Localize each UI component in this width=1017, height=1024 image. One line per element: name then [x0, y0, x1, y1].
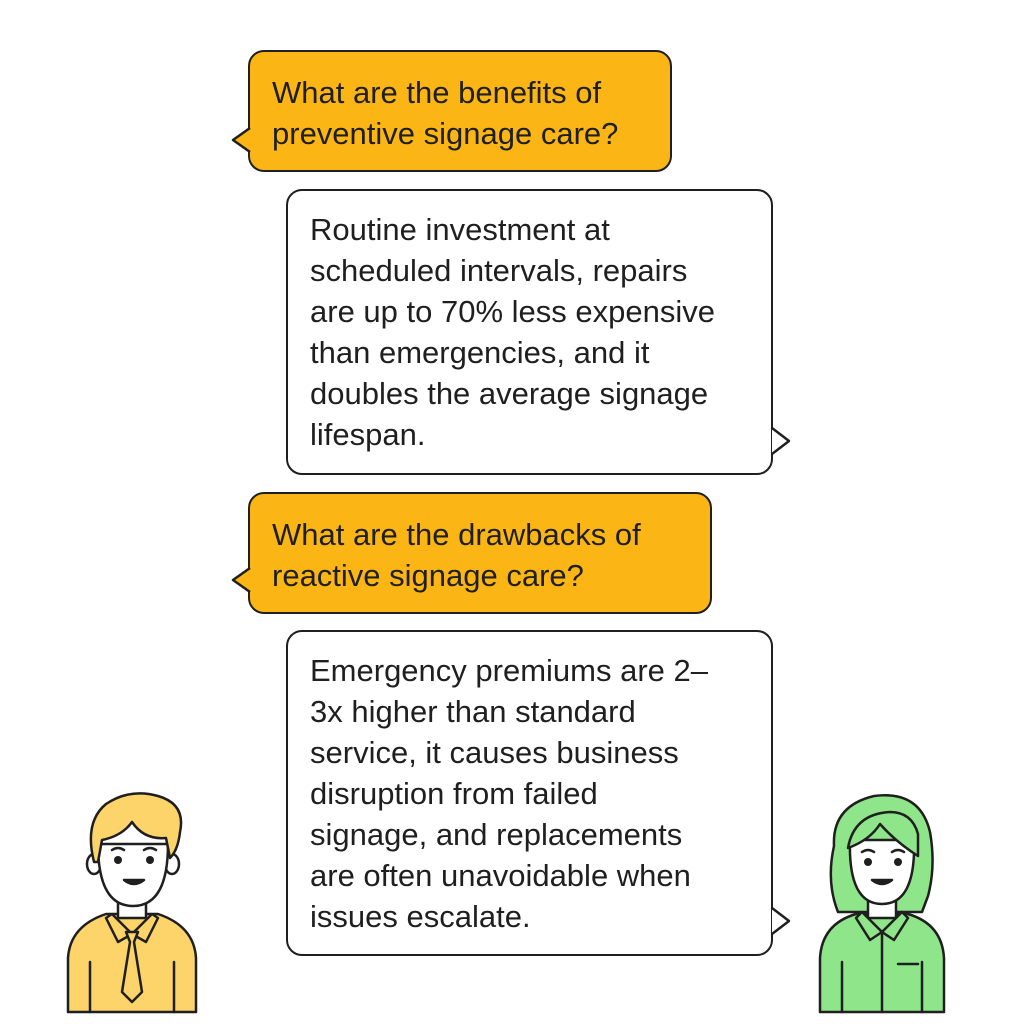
- answer-bubble-1: Routine investment at scheduled interval…: [286, 189, 773, 475]
- answer-2-line: are often unavoidable when: [310, 858, 691, 893]
- answer-bubble-2-tail: [771, 907, 791, 935]
- question-2-line: reactive signage care?: [272, 558, 584, 593]
- woman-avatar: [818, 794, 946, 1014]
- woman-collar: [854, 910, 884, 942]
- man-avatar: [66, 792, 198, 1014]
- answer-1-line: lifespan.: [310, 417, 426, 452]
- man-hair: [89, 792, 183, 864]
- question-bubble-2: What are the drawbacks of reactive signa…: [248, 492, 712, 614]
- man-collar: [104, 912, 134, 944]
- woman-mouth: [870, 878, 894, 886]
- answer-2-line: disruption from failed: [310, 776, 598, 811]
- man-eye: [146, 856, 154, 864]
- man-face: [96, 842, 170, 908]
- woman-eye: [894, 858, 902, 866]
- man-eye: [114, 856, 122, 864]
- answer-2-line: issues escalate.: [310, 899, 531, 934]
- answer-1-line: are up to 70% less expensive: [310, 294, 715, 329]
- answer-2-line: 3x higher than standard: [310, 694, 636, 729]
- answer-1-line: Routine investment at: [310, 212, 610, 247]
- answer-2-line: Emergency premiums are 2–: [310, 653, 708, 688]
- answer-bubble-2: Emergency premiums are 2– 3x higher than…: [286, 630, 773, 956]
- answer-2-line: signage, and replacements: [310, 817, 683, 852]
- answer-1-line: than emergencies, and it: [310, 335, 650, 370]
- question-2-line: What are the drawbacks of: [272, 517, 641, 552]
- woman-eye: [864, 858, 872, 866]
- answer-1-line: scheduled intervals, repairs: [310, 253, 688, 288]
- man-collar: [130, 912, 160, 944]
- woman-hair-fringe: [846, 810, 920, 858]
- woman-face: [848, 838, 916, 906]
- woman-collar: [880, 910, 910, 942]
- answer-1-line: doubles the average signage: [310, 376, 709, 411]
- question-bubble-1-tail: [231, 126, 251, 154]
- question-bubble-1: What are the benefits of preventive sign…: [248, 50, 672, 172]
- man-tie: [120, 930, 144, 1004]
- answer-2-line: service, it causes business: [310, 735, 679, 770]
- question-bubble-2-tail: [231, 566, 251, 594]
- man-mouth: [122, 878, 146, 886]
- question-1-line: preventive signage care?: [272, 116, 619, 151]
- answer-bubble-1-tail: [771, 427, 791, 455]
- question-1-line: What are the benefits of: [272, 75, 602, 110]
